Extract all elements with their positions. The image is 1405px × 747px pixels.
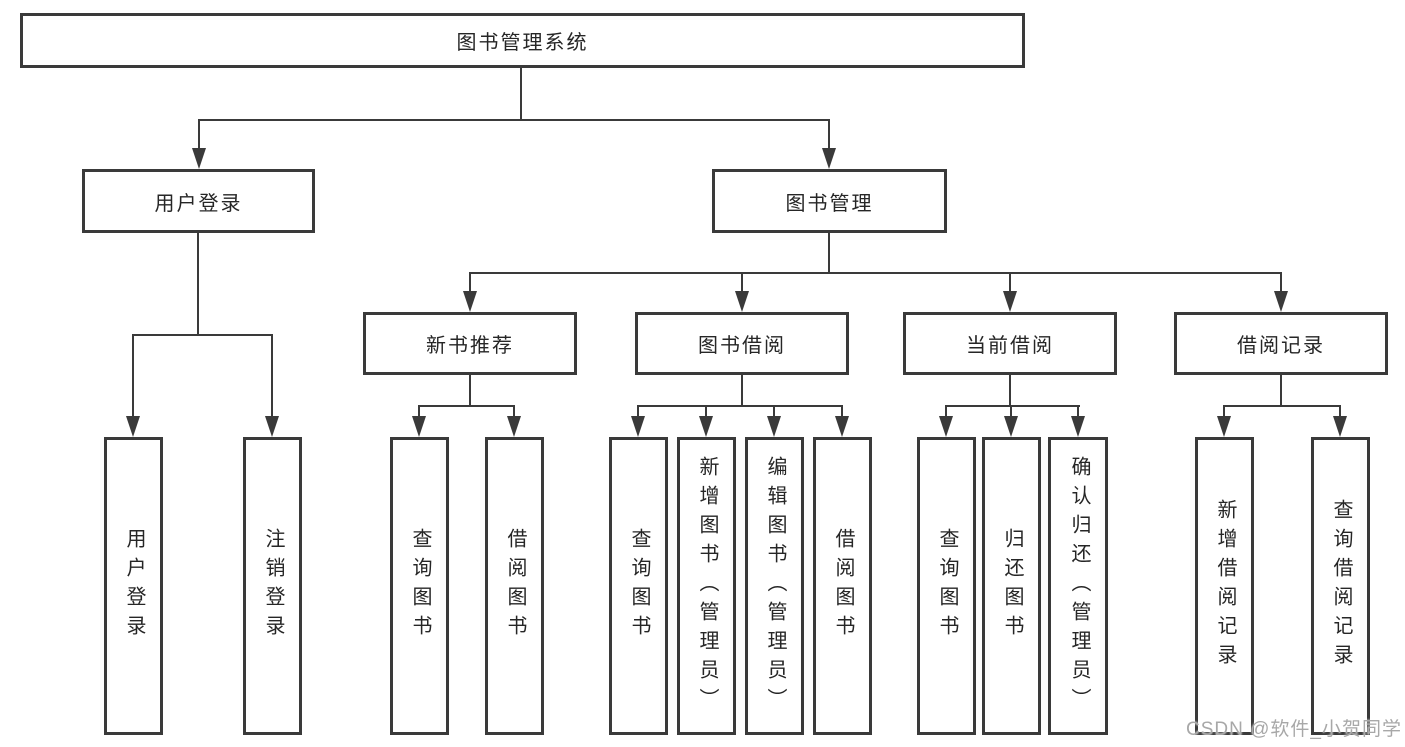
arrow-head xyxy=(822,148,836,169)
leaf-edit-book-admin: 编辑图书（管理员） xyxy=(745,437,804,735)
connector-line xyxy=(841,405,843,418)
connector-line xyxy=(637,405,639,418)
leaf-query-book-recommend: 查询图书 xyxy=(390,437,449,735)
connector-line xyxy=(1077,405,1079,418)
arrow-head xyxy=(1274,291,1288,312)
leaf-user-login: 用户登录 xyxy=(104,437,163,735)
node-user-login-label: 用户登录 xyxy=(154,192,243,215)
arrow-head xyxy=(463,291,477,312)
node-current-borrow-label: 当前借阅 xyxy=(966,335,1054,357)
node-book-borrow: 图书借阅 xyxy=(635,312,849,375)
leaf-query-book-borrow: 查询图书 xyxy=(609,437,668,735)
arrow-head xyxy=(1003,291,1017,312)
arrow-head xyxy=(631,416,645,437)
connector-line xyxy=(828,233,830,274)
leaf-query-borrow-record: 查询借阅记录 xyxy=(1311,437,1370,735)
connector-line xyxy=(1009,272,1011,293)
leaf-confirm-return-admin: 确认归还（管理员） xyxy=(1048,437,1108,735)
arrow-head xyxy=(1004,416,1018,437)
connector-line xyxy=(198,119,200,150)
arrow-head xyxy=(1071,416,1085,437)
arrow-head xyxy=(1217,416,1231,437)
leaf-logout: 注销登录 xyxy=(243,437,302,735)
connector-line xyxy=(198,119,830,121)
connector-line xyxy=(271,334,273,418)
connector-line xyxy=(741,272,743,293)
connector-line xyxy=(469,272,1282,274)
connector-line xyxy=(705,405,707,418)
connector-line xyxy=(197,233,199,336)
connector-line xyxy=(520,68,522,121)
arrow-head xyxy=(699,416,713,437)
node-borrow-records: 借阅记录 xyxy=(1174,312,1388,375)
connector-line xyxy=(945,405,1080,407)
node-book-management: 图书管理 xyxy=(712,169,947,233)
leaf-add-borrow-record: 新增借阅记录 xyxy=(1195,437,1254,735)
node-root-label: 图书管理系统 xyxy=(456,32,589,54)
node-user-login: 用户登录 xyxy=(82,169,315,233)
connector-line xyxy=(513,405,515,418)
connector-line xyxy=(469,375,471,407)
arrow-head xyxy=(835,416,849,437)
connector-line xyxy=(418,405,515,407)
leaf-borrow-book: 借阅图书 xyxy=(813,437,872,735)
arrow-head xyxy=(265,416,279,437)
node-new-book-recommend-label: 新书推荐 xyxy=(426,335,514,357)
connector-line xyxy=(132,334,273,336)
node-current-borrow: 当前借阅 xyxy=(903,312,1117,375)
node-new-book-recommend: 新书推荐 xyxy=(363,312,577,375)
arrow-head xyxy=(507,416,521,437)
connector-line xyxy=(1339,405,1341,418)
connector-line xyxy=(1009,375,1011,407)
connector-line xyxy=(1223,405,1225,418)
connector-line xyxy=(469,272,471,293)
connector-line xyxy=(1223,405,1341,407)
arrow-head xyxy=(126,416,140,437)
leaf-borrow-book-recommend: 借阅图书 xyxy=(485,437,544,735)
arrow-head xyxy=(939,416,953,437)
arrow-head xyxy=(767,416,781,437)
node-root: 图书管理系统 xyxy=(20,13,1025,68)
connector-line xyxy=(828,119,830,150)
arrow-head xyxy=(412,416,426,437)
connector-line xyxy=(945,405,947,418)
arrow-head xyxy=(1333,416,1347,437)
node-borrow-records-label: 借阅记录 xyxy=(1237,335,1325,357)
leaf-query-book-current: 查询图书 xyxy=(917,437,976,735)
connector-line xyxy=(418,405,420,418)
connector-line xyxy=(741,375,743,407)
node-book-management-label: 图书管理 xyxy=(785,192,874,215)
node-book-borrow-label: 图书借阅 xyxy=(698,335,786,357)
arrow-head xyxy=(192,148,206,169)
connector-line xyxy=(773,405,775,418)
leaf-add-book-admin: 新增图书（管理员） xyxy=(677,437,736,735)
arrow-head xyxy=(735,291,749,312)
connector-line xyxy=(637,405,843,407)
connector-line xyxy=(1010,405,1012,418)
watermark: CSDN @软件_小贺同学 xyxy=(1186,719,1402,740)
connector-line xyxy=(132,334,134,418)
leaf-return-book: 归还图书 xyxy=(982,437,1041,735)
connector-line xyxy=(1280,272,1282,293)
connector-line xyxy=(1280,375,1282,407)
